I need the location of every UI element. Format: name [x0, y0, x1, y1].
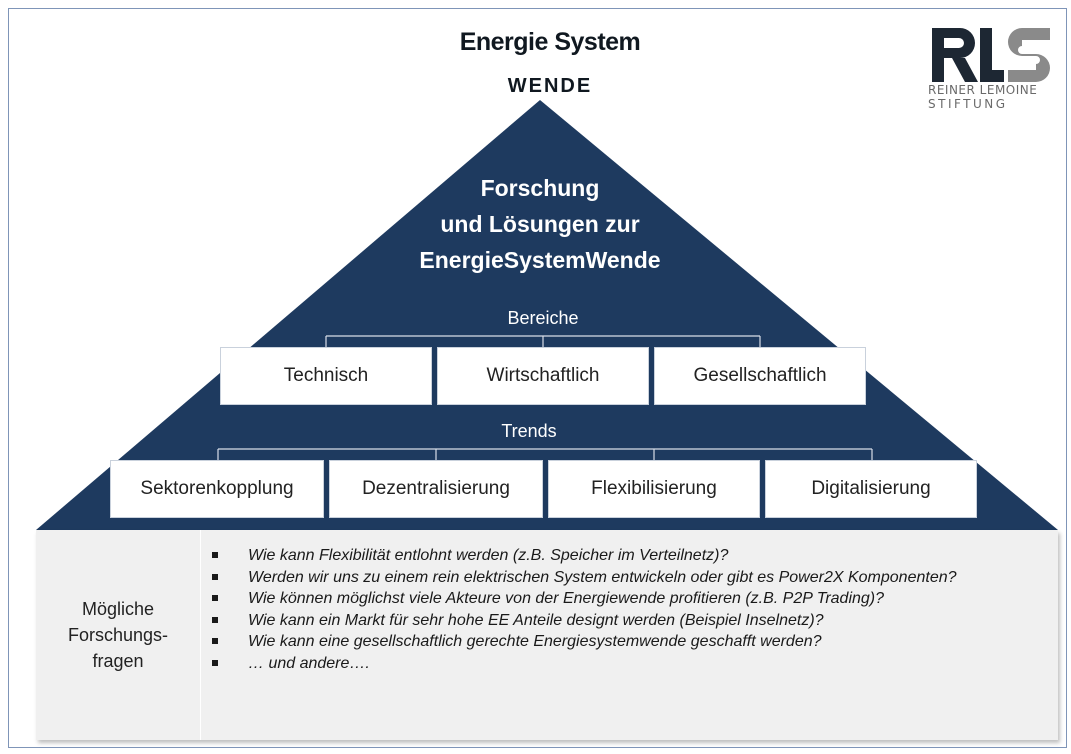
list-item: Wie kann ein Markt für sehr hohe EE Ante… [212, 610, 1052, 632]
list-item: … und andere…. [212, 653, 1052, 675]
logo-l-stem [980, 28, 992, 82]
logo-r-leg [952, 58, 978, 82]
trends-connectors [217, 448, 873, 460]
trends-label: Trends [501, 421, 557, 441]
headline-line-1: Forschung [480, 175, 600, 201]
bullet-icon [212, 616, 218, 623]
list-item: Wie kann eine gesellschaftlich gerechte … [212, 631, 1052, 653]
logo-r-bowl [944, 28, 975, 58]
question-text: Werden wir uns zu einem rein elektrische… [248, 568, 957, 586]
trend-box-flexibilisierung: Flexibilisierung [548, 460, 760, 518]
trend-box-digitalisierung: Digitalisierung [765, 460, 977, 518]
bullet-icon [212, 595, 218, 601]
question-text: Wie kann ein Markt für sehr hohe EE Ante… [248, 611, 824, 629]
headline-line-2: und Lösungen zur [440, 211, 640, 237]
bereich-box-gesellschaftlich: Gesellschaftlich [654, 347, 866, 405]
question-text: Wie kann eine gesellschaftlich gerechte … [248, 633, 822, 650]
bullet-icon [212, 659, 218, 666]
bullet-icon [212, 638, 218, 644]
bullet-icon [212, 552, 218, 558]
trend-box-sektorenkopplung: Sektorenkopplung [110, 460, 324, 518]
bereich-box-wirtschaftlich: Wirtschaftlich [437, 347, 649, 405]
logo-text-line-2: STIFTUNG [928, 97, 1008, 111]
logo-l-foot [980, 70, 1004, 82]
question-text: … und andere…. [248, 654, 370, 672]
trend-box-dezentralisierung: Dezentralisierung [329, 460, 543, 518]
bereiche-label: Bereiche [507, 308, 579, 328]
list-item: Wie können möglichst viele Akteure von d… [212, 588, 1052, 610]
pyramid-headline: Forschung und Lösungen zur EnergieSystem… [350, 170, 730, 278]
questions-panel [36, 530, 1058, 740]
research-questions-list: Wie kann Flexibilität entlohnt werden (z… [212, 545, 1052, 674]
panel-label-line-3: fragen [92, 651, 144, 671]
title-line-1: Energie System [459, 28, 641, 56]
panel-label-line-1: Mögliche [81, 599, 155, 619]
bullet-icon [212, 573, 218, 580]
pyramid-shape [36, 100, 1058, 530]
rls-logo [932, 28, 1050, 82]
title-line-2: WENDE [507, 75, 593, 97]
logo-s [1008, 28, 1050, 82]
question-text: Wie können möglichst viele Akteure von d… [248, 590, 885, 607]
logo-text-line-1: REINER LEMOINE [928, 83, 1038, 97]
bereiche-connectors [325, 335, 761, 347]
questions-panel-label: Mögliche Forschungs- fragen [36, 530, 200, 740]
headline-line-3: EnergieSystemWende [419, 247, 661, 273]
question-text: Wie kann Flexibilität entlohnt werden (z… [248, 547, 729, 564]
bereich-box-technisch: Technisch [220, 347, 432, 405]
logo-r-stem [932, 28, 944, 82]
list-item: Wie kann Flexibilität entlohnt werden (z… [212, 545, 1052, 567]
list-item: Werden wir uns zu einem rein elektrische… [212, 567, 1052, 589]
panel-label-line-2: Forschungs- [67, 625, 169, 645]
panel-divider [200, 530, 201, 740]
